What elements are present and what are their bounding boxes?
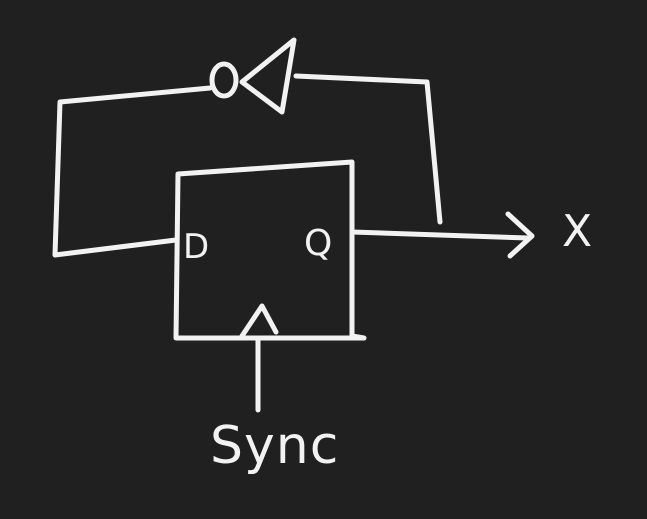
feedback-wire-right [293, 73, 443, 225]
inverter-triangle [239, 37, 297, 115]
flip-flop-box [173, 159, 367, 341]
output-wire [349, 229, 531, 241]
clock-edge-marker [239, 303, 279, 339]
output-signal-label: X [562, 206, 593, 257]
q-output-label: Q [304, 223, 333, 264]
feedback-wire-left [52, 85, 213, 258]
inverter-bubble [209, 61, 239, 99]
clock-signal-label: Sync [210, 416, 340, 476]
d-input-label: D [183, 227, 210, 267]
output-arrowhead-icon [505, 211, 535, 259]
